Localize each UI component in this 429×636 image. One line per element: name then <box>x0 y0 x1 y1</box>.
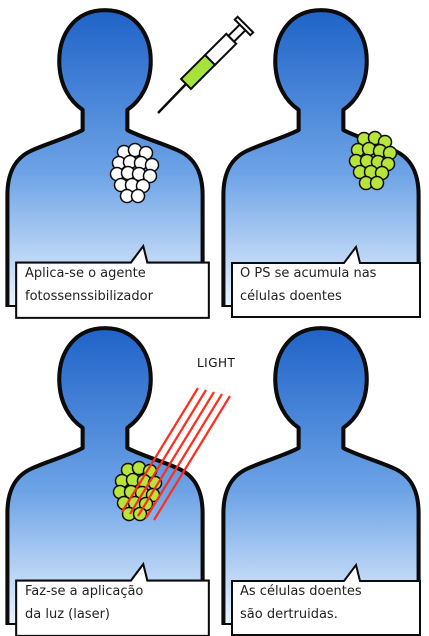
caption-2-line-1: O PS se acumula nas <box>240 264 376 283</box>
syringe-icon <box>158 17 253 113</box>
caption-1-line-1: Aplica-se o agente <box>25 264 146 283</box>
caption-4-line-2: são dertruidas. <box>240 605 338 624</box>
light-label: LIGHT <box>197 356 235 370</box>
caption-4-line-1: As células doentes <box>240 582 362 601</box>
caption-3-line-1: Faz-se a aplicação <box>25 582 143 601</box>
caption-1-line-2: fotossenssibilizador <box>25 287 153 306</box>
caption-3-line-2: da luz (laser) <box>25 605 110 624</box>
caption-2-line-2: células doentes <box>240 287 342 306</box>
